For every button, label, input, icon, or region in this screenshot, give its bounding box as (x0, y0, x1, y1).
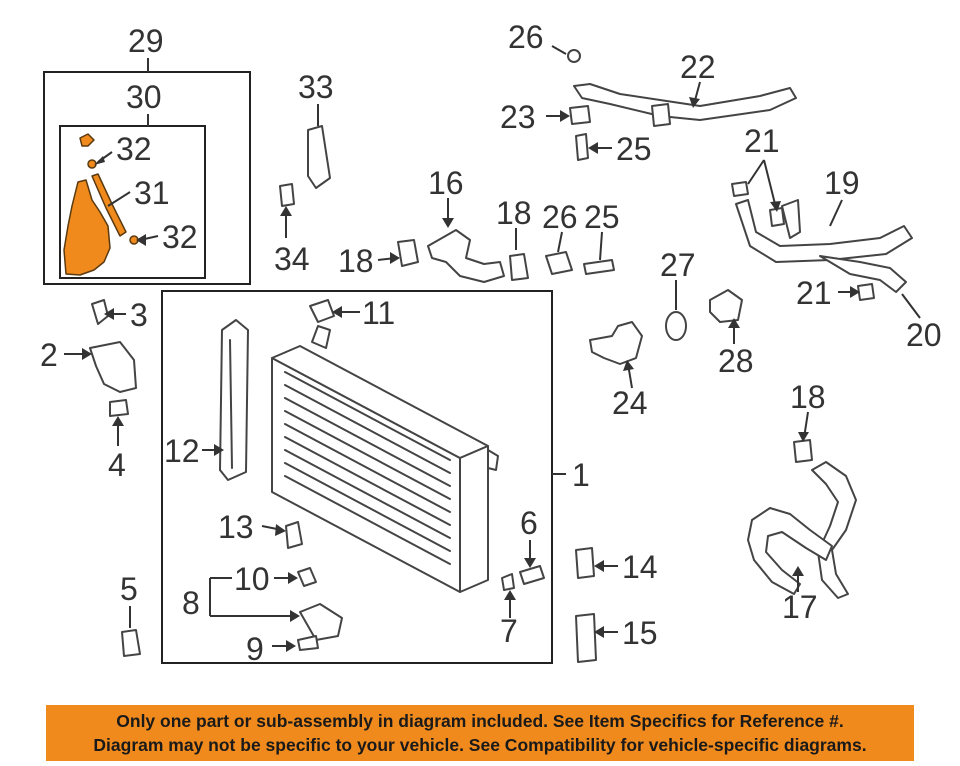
small-parts-left (89, 125, 331, 657)
disclaimer-line-1: Only one part or sub-assembly in diagram… (116, 711, 844, 731)
callout-33: 33 (298, 69, 334, 105)
callout-29: 29 (128, 23, 164, 59)
callout-18b: 18 (496, 195, 532, 231)
callout-11: 11 (362, 295, 395, 331)
callout-15: 15 (622, 615, 658, 651)
callout-3: 3 (130, 297, 148, 333)
hoses-right (731, 181, 913, 301)
callout-32b: 32 (162, 219, 198, 255)
callout-32a: 32 (116, 131, 152, 167)
callout-13: 13 (218, 509, 254, 545)
callout-16: 16 (428, 165, 464, 201)
callout-4: 4 (108, 447, 126, 483)
callout-28: 28 (718, 343, 754, 379)
callout-2: 2 (40, 337, 58, 373)
callout-17: 17 (782, 589, 818, 625)
leader-lines (64, 45, 921, 652)
radiator-support-12 (219, 319, 249, 481)
callout-30: 30 (126, 79, 162, 115)
callout-26a: 26 (508, 19, 544, 55)
callout-labels: 29 30 32 31 32 33 34 3 2 4 5 11 12 13 10… (40, 19, 942, 667)
callout-21a: 21 (744, 123, 780, 159)
disclaimer-line-2: Diagram may not be specific to your vehi… (93, 735, 867, 755)
callout-18c: 18 (790, 379, 826, 415)
callout-6: 6 (520, 505, 538, 541)
callout-27: 27 (660, 247, 696, 283)
parts-14-15 (575, 547, 597, 663)
callout-21b: 21 (796, 275, 832, 311)
callout-25b: 25 (584, 199, 620, 235)
callout-26b: 26 (542, 199, 578, 235)
callout-10: 10 (234, 561, 270, 597)
callout-25a: 25 (616, 131, 652, 167)
hose-lower-17 (747, 439, 857, 599)
assembly-box-1 (161, 290, 553, 664)
assembly-box-30 (59, 125, 206, 279)
callout-22: 22 (680, 49, 716, 85)
callout-20: 20 (906, 317, 942, 353)
callout-19: 19 (824, 165, 860, 201)
pipe-22 (567, 49, 797, 161)
callout-18a: 18 (338, 243, 374, 279)
radiator-core (271, 325, 499, 593)
small-parts-radiator (285, 299, 545, 651)
callout-5: 5 (120, 571, 138, 607)
callout-7: 7 (500, 613, 518, 649)
callout-23: 23 (500, 99, 536, 135)
hoses-upper (397, 229, 615, 283)
callout-12: 12 (164, 433, 200, 469)
callout-34: 34 (274, 241, 310, 277)
callout-24: 24 (612, 385, 648, 421)
callout-14: 14 (622, 549, 658, 585)
callout-31: 31 (134, 175, 170, 211)
callout-1: 1 (572, 457, 590, 493)
callout-9: 9 (246, 631, 264, 667)
disclaimer-banner: Only one part or sub-assembly in diagram… (46, 705, 914, 761)
parts-middle-right (589, 289, 743, 365)
callout-8: 8 (182, 585, 200, 621)
